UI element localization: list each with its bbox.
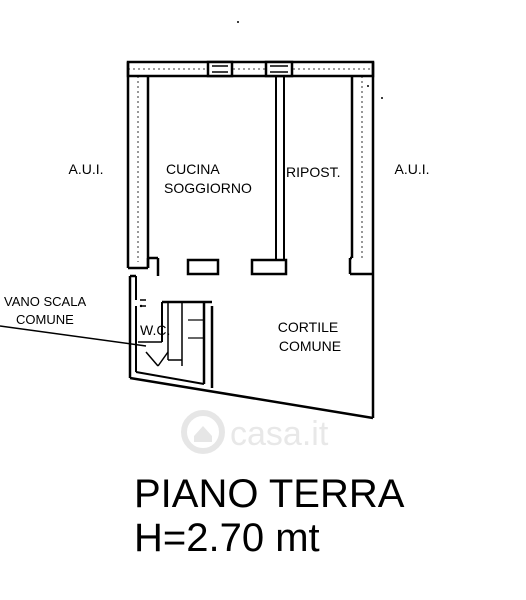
room-label-cortile: CORTILE [278, 319, 338, 335]
partition-wall [275, 76, 285, 262]
storage-door [250, 258, 288, 276]
room-label-soggiorno: SOGGIORNO [164, 180, 252, 196]
floor-name: PIANO TERRA [134, 472, 405, 516]
room-label-cortile-comune: COMUNE [279, 338, 341, 354]
watermark: casa.it [181, 410, 329, 454]
left-wall [126, 62, 160, 276]
room-label-vano-scala-comune: COMUNE [16, 312, 74, 327]
window-storage [264, 60, 294, 78]
wc-block [128, 274, 214, 388]
room-label-ripostiglio: RIPOST. [286, 164, 340, 180]
right-wall [348, 62, 375, 276]
room-label-cucina: CUCINA [166, 161, 220, 177]
stair-leader-line [0, 325, 147, 347]
room-label-aui-left: A.U.I. [68, 161, 103, 177]
floor-height: H=2.70 mt [134, 516, 320, 560]
window-kitchen [206, 60, 234, 78]
kitchen-door [186, 258, 220, 276]
top-wall [126, 60, 375, 78]
room-label-wc: W.C. [140, 322, 170, 338]
room-label-vano-scala: VANO SCALA [4, 294, 86, 309]
watermark-text: casa.it [230, 415, 329, 453]
watermark-house-icon [194, 426, 212, 442]
room-label-aui-right: A.U.I. [394, 161, 429, 177]
scan-specks [139, 21, 383, 308]
watermark-logo-icon [181, 410, 225, 454]
courtyard-outline [129, 274, 375, 420]
